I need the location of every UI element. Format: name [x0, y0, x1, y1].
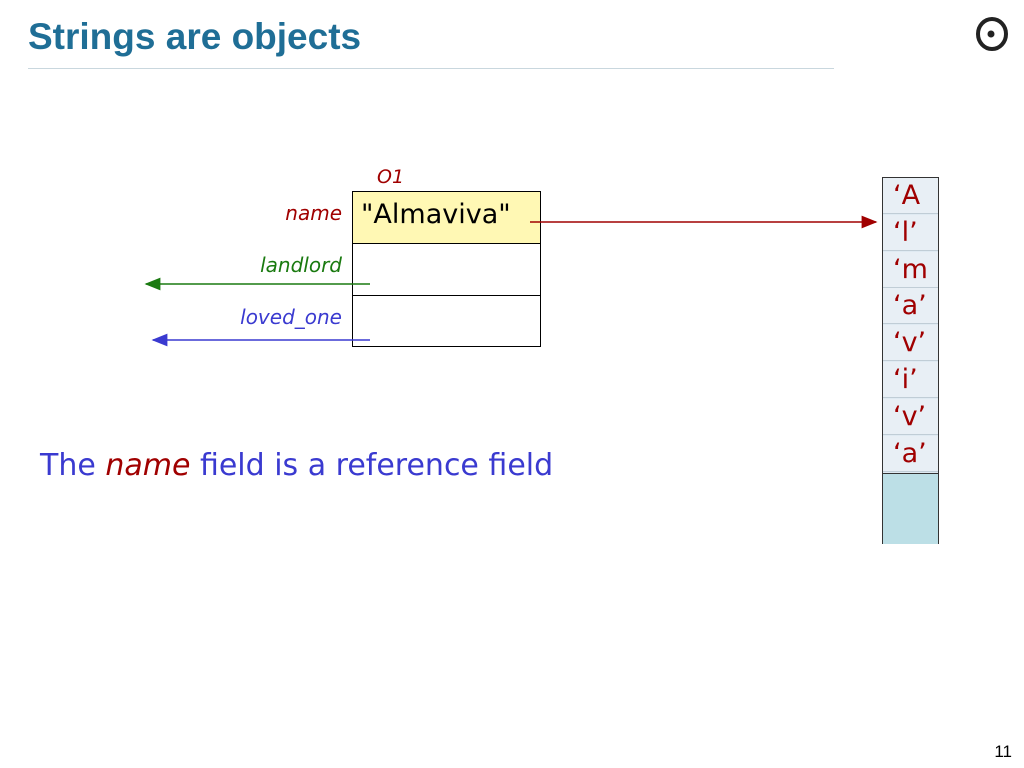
caption-pre: The: [40, 448, 106, 483]
string-char-cell: ‘v’: [883, 325, 938, 362]
string-char-text: ‘l’: [893, 216, 918, 248]
string-char-text: ‘a’: [893, 437, 927, 469]
string-char-text: ‘v’: [893, 400, 927, 432]
title-divider: [28, 68, 834, 69]
field-label-landlord: landlord: [260, 253, 342, 277]
object-label: O1: [377, 166, 405, 188]
string-char-cell: ‘a’: [883, 435, 938, 472]
slide-title: Strings are objects: [28, 16, 362, 57]
string-char-text: ‘m: [893, 253, 928, 285]
string-char-text: ‘A: [893, 180, 921, 211]
string-char-cell: ‘l’: [883, 214, 938, 251]
name-value: "Almaviva": [361, 199, 511, 230]
field-label-loved-one: loved_one: [240, 305, 342, 329]
string-char-cell: ‘i’: [883, 362, 938, 398]
string-char-array: ‘A ‘l’ ‘m ‘a’ ‘v’ ‘i’ ‘v’ ‘a’: [882, 177, 939, 544]
caption: The name field is a reference field: [40, 448, 553, 483]
slide-number: 11: [994, 742, 1012, 761]
string-char-text: ‘a’: [893, 290, 927, 322]
object-o1: "Almaviva": [352, 191, 541, 347]
field-cell-landlord: [353, 244, 540, 296]
field-cell-loved-one: [353, 296, 540, 346]
string-char-text: ‘i’: [893, 364, 918, 395]
caption-emphasis: name: [105, 448, 191, 483]
string-char-text: ‘v’: [893, 327, 927, 359]
caption-post: field is a reference field: [190, 448, 554, 483]
string-array-empty-cell: [883, 473, 938, 544]
field-label-name: name: [285, 201, 342, 225]
string-char-cell: ‘a’: [883, 288, 938, 325]
string-char-cell: ‘m: [883, 251, 938, 288]
string-char-cell: ‘A: [883, 178, 938, 214]
eiffel-logo-icon: [976, 17, 1008, 51]
field-cell-name: "Almaviva": [353, 192, 540, 244]
string-char-cell: ‘v’: [883, 398, 938, 435]
